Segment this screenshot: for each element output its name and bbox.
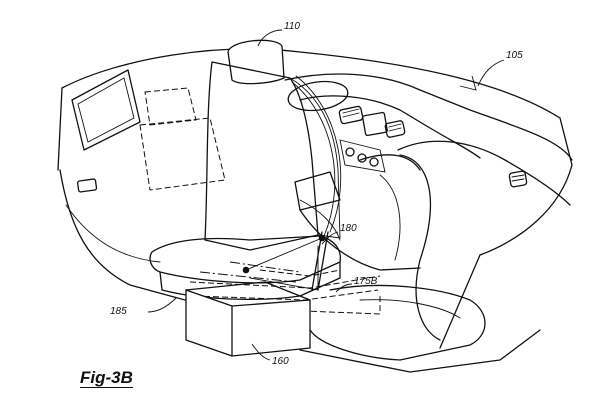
dashboard bbox=[284, 73, 573, 206]
vehicle-body-outline bbox=[57, 48, 573, 373]
figure-label: Fig-3B bbox=[80, 368, 133, 388]
ref-numeral-160: 160 bbox=[272, 356, 289, 367]
ref-numeral-110: 110 bbox=[284, 21, 300, 32]
ref-numeral-105: 105 bbox=[506, 50, 523, 61]
rear-seat bbox=[139, 87, 226, 191]
ref-numeral-185: 185 bbox=[110, 306, 127, 317]
ref-numeral-180: 180 bbox=[340, 223, 357, 234]
leader-lines bbox=[147, 29, 505, 361]
passenger-seat bbox=[294, 154, 486, 361]
storage-box bbox=[185, 281, 311, 357]
driver-seat bbox=[149, 39, 342, 300]
ref-numeral-175b: 175B bbox=[354, 276, 378, 287]
